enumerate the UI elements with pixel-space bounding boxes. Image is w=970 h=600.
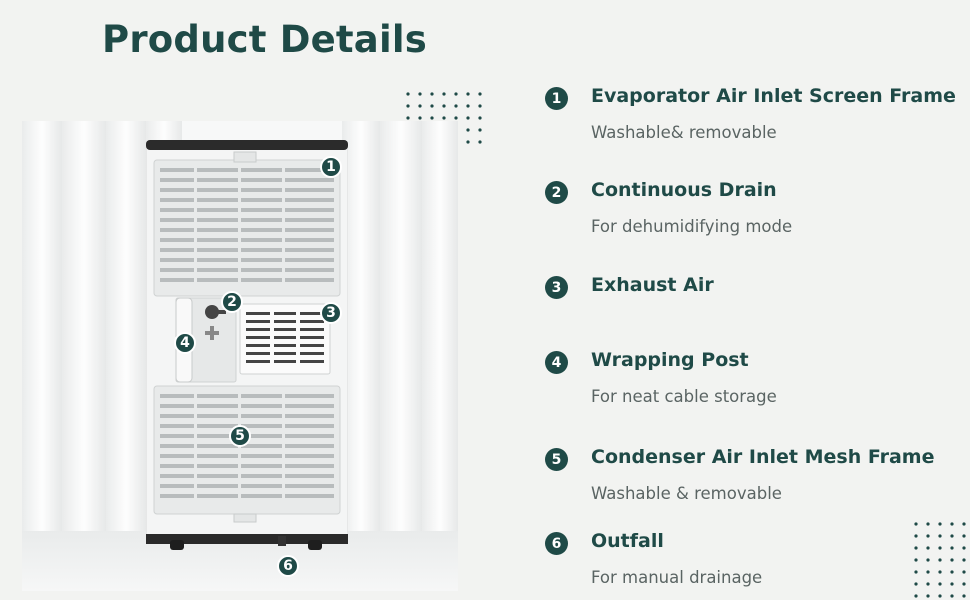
feature-number-badge: 4 <box>545 351 568 374</box>
image-callout: 2 <box>221 291 243 313</box>
feature-number-badge: 1 <box>545 87 568 110</box>
feature-title: Evaporator Air Inlet Screen Frame <box>591 85 956 107</box>
feature-number-badge: 2 <box>545 181 568 204</box>
page-title: Product Details <box>102 18 427 61</box>
feature-title: Condenser Air Inlet Mesh Frame <box>591 446 935 468</box>
feature-description: For dehumidifying mode <box>591 217 793 236</box>
feature-number-badge: 5 <box>545 448 568 471</box>
feature-title: Continuous Drain <box>591 179 777 201</box>
image-callout: 1 <box>320 156 342 178</box>
feature-description: For manual drainage <box>591 568 763 587</box>
air-conditioner-unit <box>146 140 348 550</box>
feature-title: Wrapping Post <box>591 349 749 371</box>
feature-title: Outfall <box>591 530 664 552</box>
dot-pattern-bottom <box>912 520 968 600</box>
feature-description: For neat cable storage <box>591 387 777 406</box>
feature-number-badge: 3 <box>545 276 568 299</box>
feature-title: Exhaust Air <box>591 274 714 296</box>
feature-description: Washable& removable <box>591 123 777 142</box>
image-callout: 4 <box>174 332 196 354</box>
image-callout: 6 <box>277 555 299 577</box>
image-callout: 3 <box>320 302 342 324</box>
image-callout: 5 <box>229 425 251 447</box>
feature-description: Washable & removable <box>591 484 782 503</box>
feature-number-badge: 6 <box>545 532 568 555</box>
